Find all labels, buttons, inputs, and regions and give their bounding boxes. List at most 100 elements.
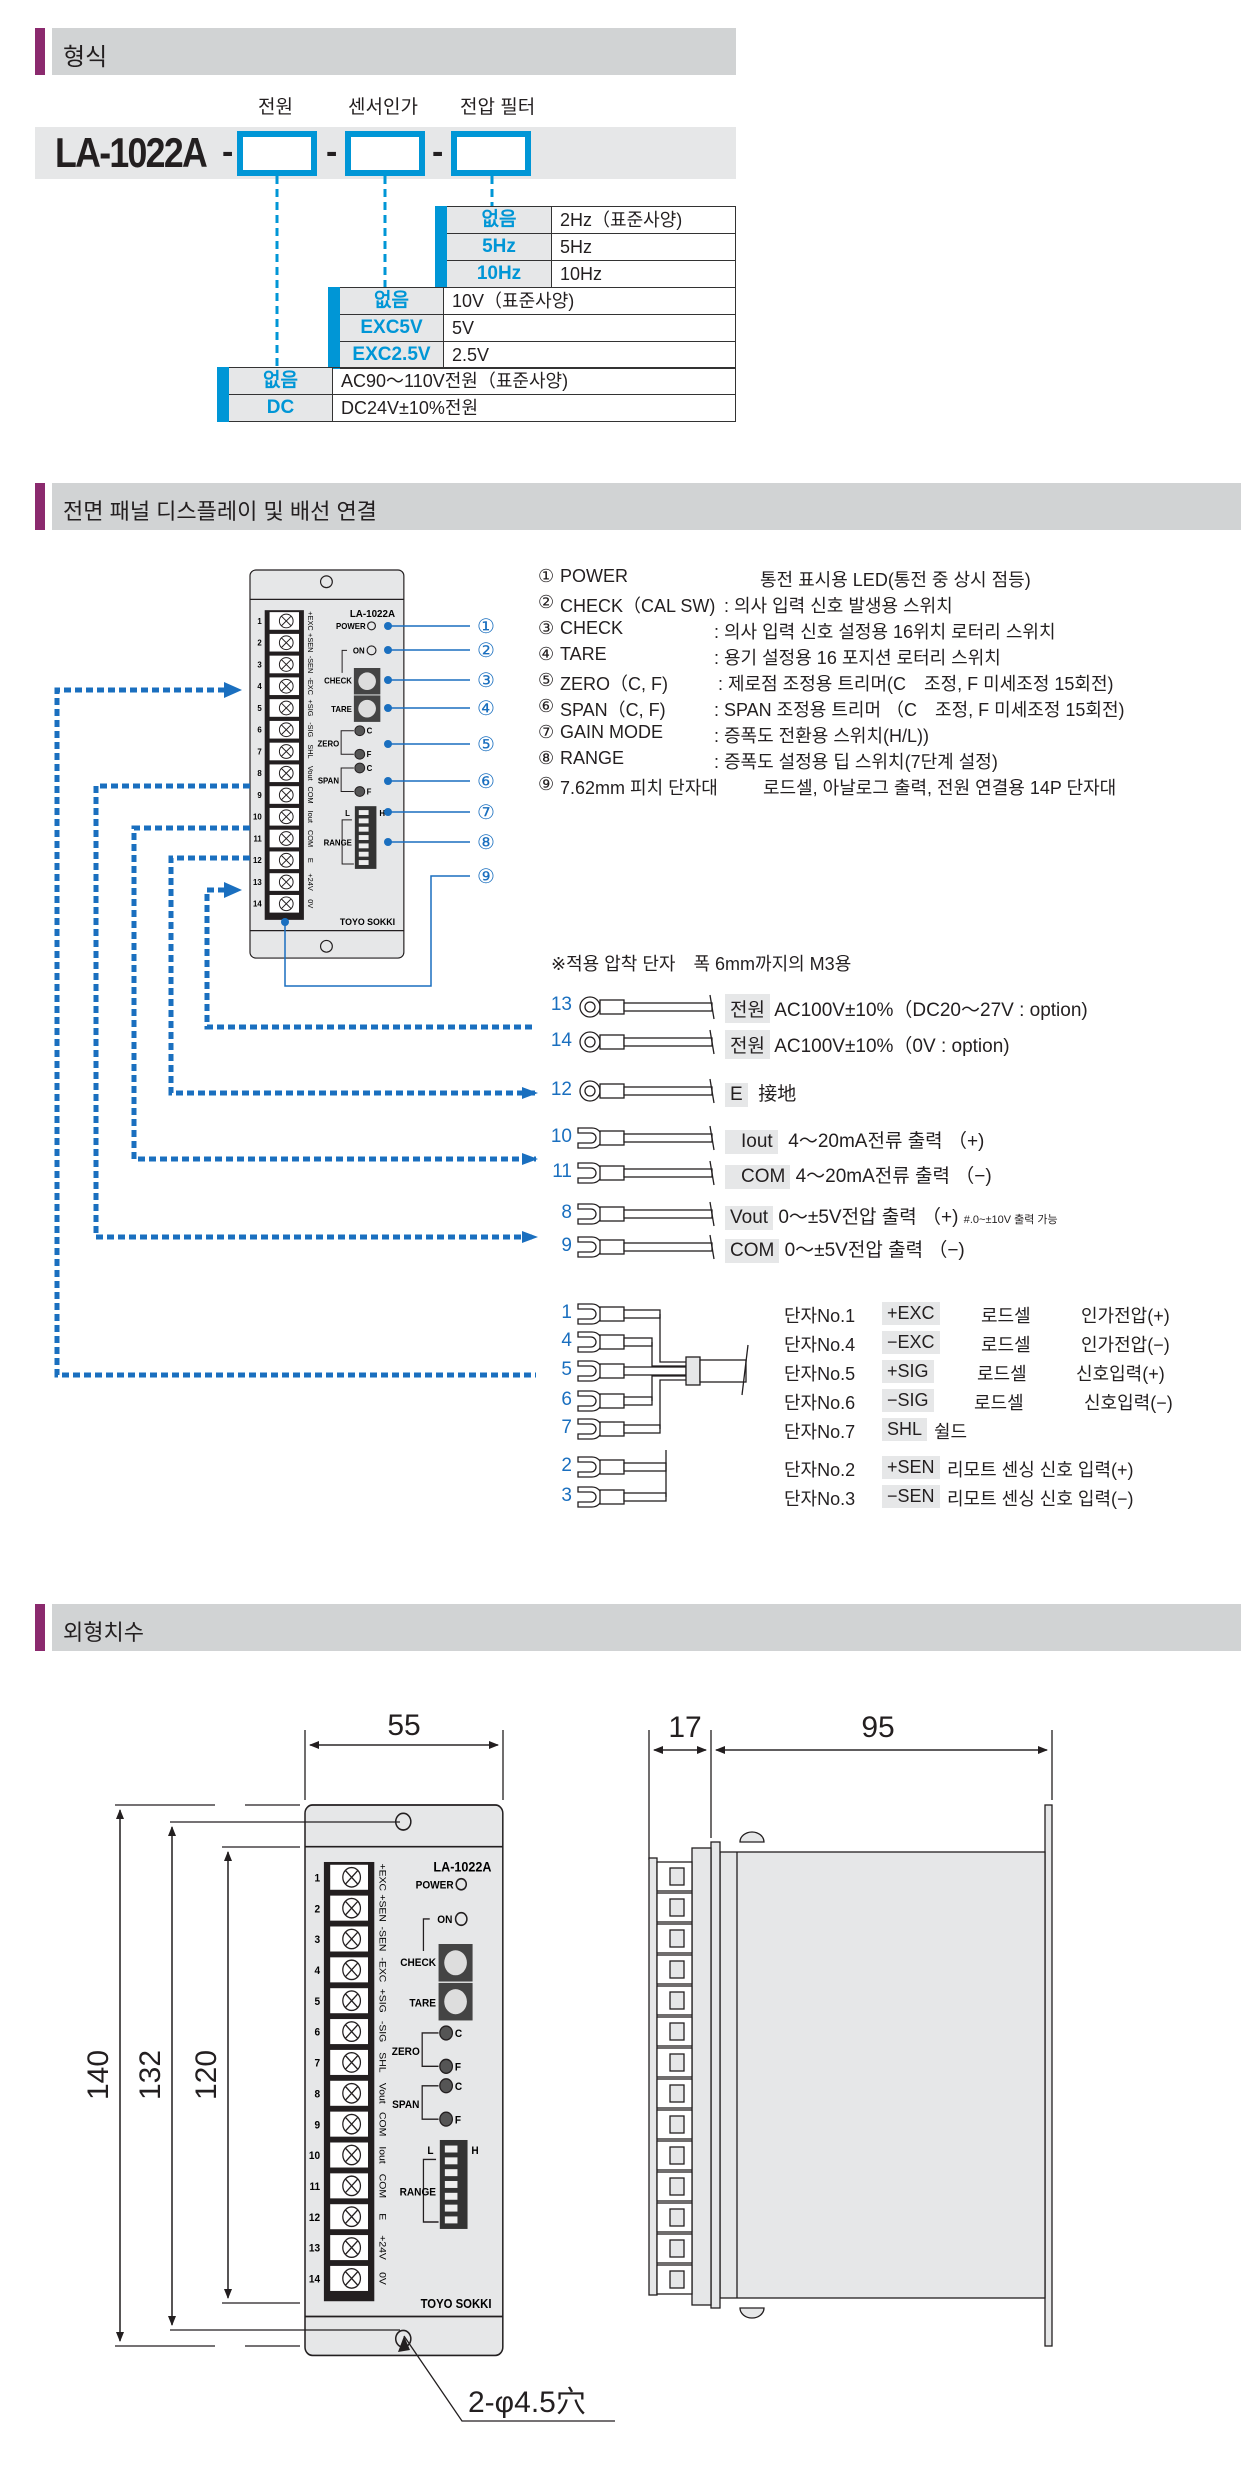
- zero-trimmer-icon: [354, 748, 366, 760]
- mount-hole-icon: [319, 939, 333, 953]
- option-code: 없음: [447, 207, 552, 233]
- terminal-number: 11: [309, 2181, 320, 2194]
- dimension-labels: 55 17 95 140 132 120 2-φ4.5穴: [82, 1709, 895, 2419]
- bracket: [341, 819, 354, 865]
- loadcell-terminals: [577, 1303, 749, 1508]
- terminal-sleeve: [599, 1083, 625, 1099]
- option-label-power: 전원: [258, 97, 293, 118]
- terminal-number: 14: [253, 900, 262, 909]
- terminal-label: COM: [376, 2112, 386, 2136]
- terminal-screw: [669, 1929, 685, 1948]
- terminal-number: 10: [550, 1126, 572, 1147]
- section-accent: [35, 483, 45, 530]
- wire: [623, 1462, 667, 1472]
- dip-lever: [444, 2145, 458, 2153]
- terminal-tag: Vout: [725, 1206, 774, 1230]
- terminal-number: 12: [550, 1079, 572, 1100]
- terminal-cell: [656, 2140, 693, 2171]
- screw-cross-icon: [344, 2270, 359, 2286]
- terminal-number: 7: [315, 2057, 321, 2070]
- terminal-desc: AC100V±10%（0V : option): [774, 1036, 1010, 1057]
- screw-cross-icon: [344, 2240, 359, 2256]
- terminal-desc: 리모트 센싱 신호 입력(+): [947, 1460, 1134, 1480]
- terminal-tag: COM: [725, 1239, 780, 1263]
- screw-icon: [342, 2113, 362, 2135]
- screw-icon: [278, 809, 294, 825]
- callout-number: ④: [477, 698, 495, 720]
- wire: [623, 1366, 687, 1376]
- legend-num: ⑥: [538, 696, 555, 716]
- callout-number: ②: [477, 640, 495, 662]
- screw-cross-icon: [281, 811, 292, 823]
- terminal-number: 13: [253, 878, 262, 887]
- rotary-dial: [358, 699, 376, 718]
- arrow-icon: [224, 882, 242, 898]
- wire: [623, 1396, 653, 1406]
- dip-lever: [358, 810, 369, 815]
- terminal-cell: [656, 2047, 693, 2078]
- screw-cross-icon: [281, 637, 292, 648]
- power-label: POWER: [416, 1879, 454, 1892]
- legend-num: ③: [538, 618, 555, 638]
- wire: [623, 1037, 713, 1047]
- screw-icon: [342, 2268, 362, 2289]
- fork-terminal-icon: [577, 1236, 603, 1258]
- terminal-label: 0V: [376, 2272, 386, 2285]
- cal-switch-icon: [366, 645, 377, 656]
- terminal-cell: [656, 2233, 693, 2264]
- terminal-number: 5: [561, 1359, 572, 1380]
- dip-lever: [444, 2157, 458, 2165]
- span-trimmer-icon: [439, 2078, 454, 2094]
- screw-cross-icon: [281, 789, 292, 801]
- side-terminal-block: [648, 1847, 712, 2306]
- arrow-icon: [398, 2336, 410, 2352]
- terminal-label: SHL: [306, 744, 315, 758]
- screw-icon: [342, 2237, 362, 2259]
- section-title: 형식: [63, 44, 108, 71]
- legend-num: ⑤: [538, 670, 555, 690]
- terminal-label: +24V: [376, 2235, 386, 2260]
- terminal-tag: −EXC: [882, 1331, 940, 1354]
- terminal-slot: [330, 2204, 368, 2230]
- legend-num: ⑨: [538, 774, 555, 794]
- terminal-no: 단자No.7: [784, 1422, 856, 1442]
- fork-terminal-icon: [577, 1360, 603, 1382]
- terminal-slot: [330, 1895, 368, 1921]
- power-led-icon: [367, 621, 377, 631]
- terminal-label: COM: [376, 2174, 386, 2198]
- terminal-no: 단자No.2: [784, 1460, 856, 1480]
- screw-cross-icon: [281, 898, 292, 910]
- terminal-label: +SIG: [306, 700, 315, 717]
- terminal-label: +EXC: [306, 611, 315, 631]
- power-led-icon: [455, 1877, 468, 1891]
- terminal-desc: 리모트 센싱 신호 입력(−): [947, 1489, 1134, 1509]
- terminal-number: 5: [257, 704, 262, 713]
- legend-label: ZERO（C, F): [560, 674, 668, 694]
- loadcell-label: 로드셀: [974, 1393, 1024, 1413]
- terminal-cell: [656, 2016, 693, 2047]
- route-terminal-12: [168, 855, 538, 1099]
- side-body: [719, 1851, 1046, 2299]
- screw-cross-icon: [281, 680, 292, 692]
- terminal-block: [323, 1861, 375, 2302]
- cut-mark: [709, 994, 715, 1020]
- terminal-screw: [669, 1960, 685, 1979]
- terminal-sleeve: [599, 1130, 625, 1146]
- legend-desc: 로드셀, 아날로그 출력, 전원 연결용 14P 단자대: [763, 778, 1117, 798]
- terminal-no: 단자No.4: [784, 1335, 856, 1355]
- terminal-cell: [656, 2078, 693, 2109]
- legend-label: CHECK: [560, 618, 624, 638]
- terminal-cell: [656, 2109, 693, 2140]
- terminal-sleeve: [599, 1459, 625, 1475]
- span-trimmer-icon: [439, 2111, 454, 2127]
- terminal-sleeve: [599, 1421, 625, 1437]
- fork-terminal-icon: [577, 1162, 603, 1184]
- loadcell-label: 로드셀: [977, 1364, 1027, 1384]
- callout-dot: [281, 918, 289, 926]
- terminal-label: +SIG: [376, 1989, 386, 2013]
- bracket: [340, 767, 354, 792]
- option-value: 5Hz: [552, 234, 736, 260]
